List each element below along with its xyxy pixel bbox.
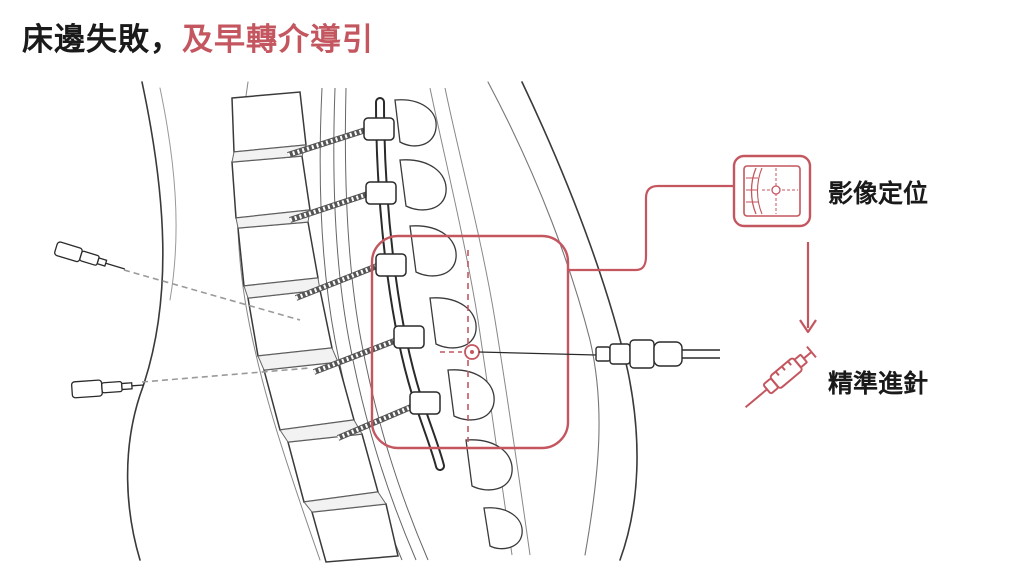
vertebra-6 (287, 433, 379, 503)
screw-2 (289, 189, 375, 223)
imaging-monitor-icon (732, 154, 812, 228)
left-needle-trajectories (123, 269, 311, 383)
vertebra-4 (247, 289, 333, 357)
guided-needle (478, 339, 720, 369)
posterior-elements (394, 99, 523, 550)
inner-contour-right (487, 81, 600, 556)
vertebra-3 (237, 221, 319, 287)
trajectory-line-1 (123, 269, 301, 321)
down-arrow-icon (799, 242, 817, 334)
title-highlight: 及早轉介導引 (182, 22, 374, 58)
syringe-icon (744, 345, 817, 409)
trajectory-line-2 (141, 367, 311, 383)
vertebra-2 (231, 155, 311, 219)
imaging-label: 影像定位 (828, 179, 929, 208)
screw-3 (294, 261, 384, 301)
screw-heads (363, 117, 441, 415)
screw-4 (312, 335, 404, 375)
page-title: 床邊失敗，及早轉介導引 (22, 14, 374, 59)
pedicle-screws (287, 125, 420, 441)
syringe-left-bottom-icon (70, 379, 144, 399)
fixation-rod (375, 97, 445, 471)
title-prefix: 床邊失敗， (22, 22, 182, 58)
callout-connector (568, 184, 734, 272)
skin-contour-right (521, 81, 638, 561)
vertebra-1 (231, 91, 307, 153)
needle-hub-icon (595, 339, 683, 369)
screw-1 (287, 125, 373, 158)
soft-tissue-line-2 (159, 87, 177, 301)
vertebra-7 (311, 503, 399, 563)
screw-5 (336, 401, 420, 441)
needle-label: 精準進針 (828, 369, 929, 398)
vertebra-5 (263, 361, 355, 431)
intervertebral-discs (231, 144, 387, 513)
back-contour (126, 81, 164, 561)
syringe-left-top-icon (54, 241, 126, 270)
